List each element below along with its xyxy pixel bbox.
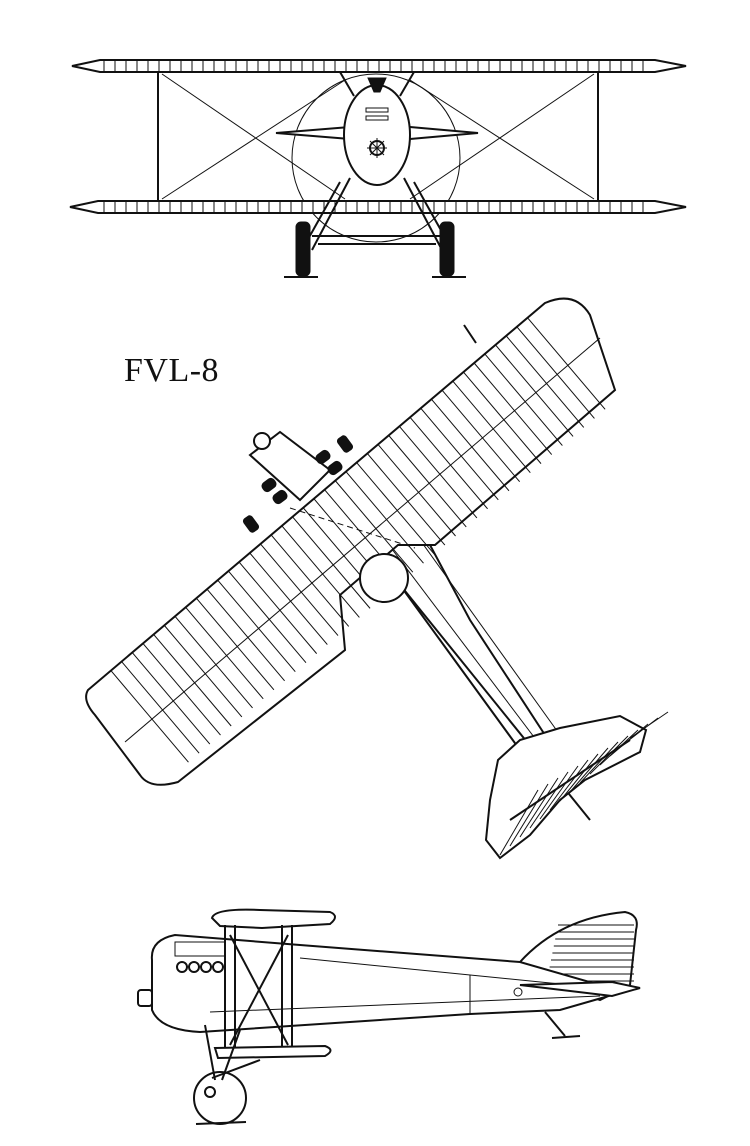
cockpit-opening [359,553,409,603]
main-wheel-side [193,1071,247,1125]
roundel-icon [513,987,523,997]
rib-line [238,561,318,654]
rib-line [366,453,446,546]
rib-line [519,777,559,838]
rib-line [409,416,488,510]
rib-line [527,317,606,410]
tailplane-plan [484,714,648,860]
rib-line [499,789,539,856]
rib-line [292,516,371,609]
rib-line [356,462,435,555]
rib-line [142,643,221,736]
rib-line [110,670,189,763]
rib-line [473,362,553,455]
rib-line [549,759,589,811]
upper-wing-side [210,908,336,930]
rib-line [441,389,521,483]
right-wheel [439,221,455,277]
rib-line [206,588,285,682]
rib-line [398,426,478,519]
engine-cylinders-icon [367,138,387,158]
wing-struts-side [224,925,293,1050]
rib-line [185,606,264,700]
engine-cylinders-plan [242,435,354,533]
rib-line [569,747,609,793]
tailskid [544,1011,566,1037]
rib-line [174,616,253,709]
rib-line [629,711,669,739]
rib-line [516,326,595,419]
rib-line [153,634,232,727]
rib-line [163,625,243,718]
plan-view [85,297,669,860]
rib-line [495,344,574,437]
rib-line [579,741,619,784]
rib-line [505,335,585,428]
aircraft-designation-label: FVL-8 [124,352,220,389]
rib-line [334,480,414,573]
bracing-wire [409,79,595,200]
rib-line [270,534,350,627]
rib-line [228,570,307,663]
propeller-disc [291,73,461,243]
rib-line [431,398,510,492]
rib-line [217,579,296,673]
fuselage-side [150,933,615,1034]
rib-line [539,765,579,820]
front-view [69,59,687,278]
lower-wing-front [69,200,687,214]
rib-line [131,652,211,745]
rib-line [420,407,499,501]
bracing-wire [161,73,346,200]
rib-line [529,771,569,829]
rib-line [281,525,360,618]
wing-ribs [110,317,606,763]
bracing-wire [409,73,595,200]
rib-line [509,783,549,847]
rib-line [121,661,200,754]
fuselage-front [343,84,411,186]
rib-line [452,380,531,473]
rib-line [195,597,275,691]
rib-line [388,435,467,528]
rib-line [559,753,599,802]
side-view [137,908,641,1125]
lower-wing-side [213,1044,332,1060]
rib-line [345,471,424,564]
rib-line [249,552,328,645]
rib-line [484,353,563,446]
bracing-wire [161,79,346,200]
rib-line [260,543,339,636]
rib-line [463,371,542,464]
spinner-side [137,989,153,1007]
upper-wing-ribs [103,61,644,71]
propeller-hub-icon [253,432,271,450]
left-wheel [295,221,311,277]
lower-wing-ribs [103,202,644,212]
engine-exhausts [174,941,226,973]
rib-line [377,444,456,537]
fin-top [367,77,387,93]
